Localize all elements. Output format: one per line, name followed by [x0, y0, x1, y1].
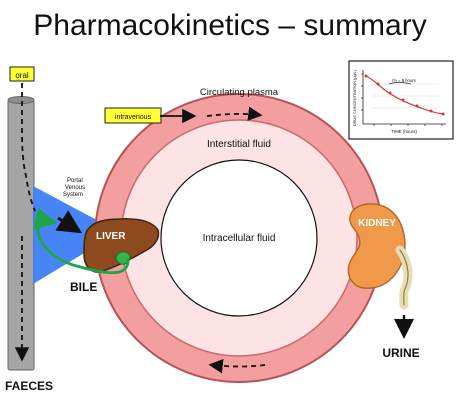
bile-recirculation-arrow [33, 207, 130, 275]
inset-x-label: TIME (hours) [391, 129, 417, 134]
oral-label: oral [15, 71, 29, 80]
plasma-flow-bottom [208, 359, 266, 374]
kidney-shape [347, 203, 406, 289]
inset-annotation-bracket [388, 82, 412, 85]
ureter-outline [399, 249, 409, 306]
liver-label: LIVER [96, 231, 126, 242]
oral-path [21, 83, 36, 212]
plasma-flow-top [206, 106, 263, 121]
liver-shape [83, 218, 160, 273]
kidney-label: KIDNEY [358, 218, 396, 229]
curve-point-2 [376, 82, 380, 86]
curve-point-1 [364, 74, 368, 78]
interstitial-fluid-label: Interstitial fluid [207, 139, 271, 150]
faeces-label: FAECES [5, 379, 53, 393]
portal-label-line2: Venous [65, 185, 85, 191]
gut-tube [7, 99, 35, 371]
portal-arrow [55, 210, 83, 234]
curve-point-5 [415, 104, 419, 108]
oral-callout [9, 66, 35, 82]
inset-y-label: DRUG CONCENTRATION (µg/L) [353, 69, 357, 126]
curve-point-6 [429, 109, 433, 113]
circulating-plasma-label: Circulating plasma [200, 87, 279, 98]
curve-point-7 [441, 112, 445, 116]
urine-label: URINE [382, 346, 419, 360]
curve-point-3 [388, 91, 392, 95]
portal-label-line1: Portal [67, 178, 83, 184]
slide-title: Pharmacokinetics – summary [33, 9, 427, 42]
inset-annotation-label: t½ = 8 hours [392, 78, 415, 83]
intravenous-label: intravenous [115, 114, 152, 121]
bile-label: BILE [70, 280, 97, 294]
gut-tube-top [7, 96, 35, 104]
portal-label-line3: System [63, 192, 83, 198]
intracellular-fluid-zone [160, 159, 318, 317]
intracellular-fluid-label: Intracellular fluid [203, 233, 276, 244]
curve-point-4 [401, 98, 405, 102]
